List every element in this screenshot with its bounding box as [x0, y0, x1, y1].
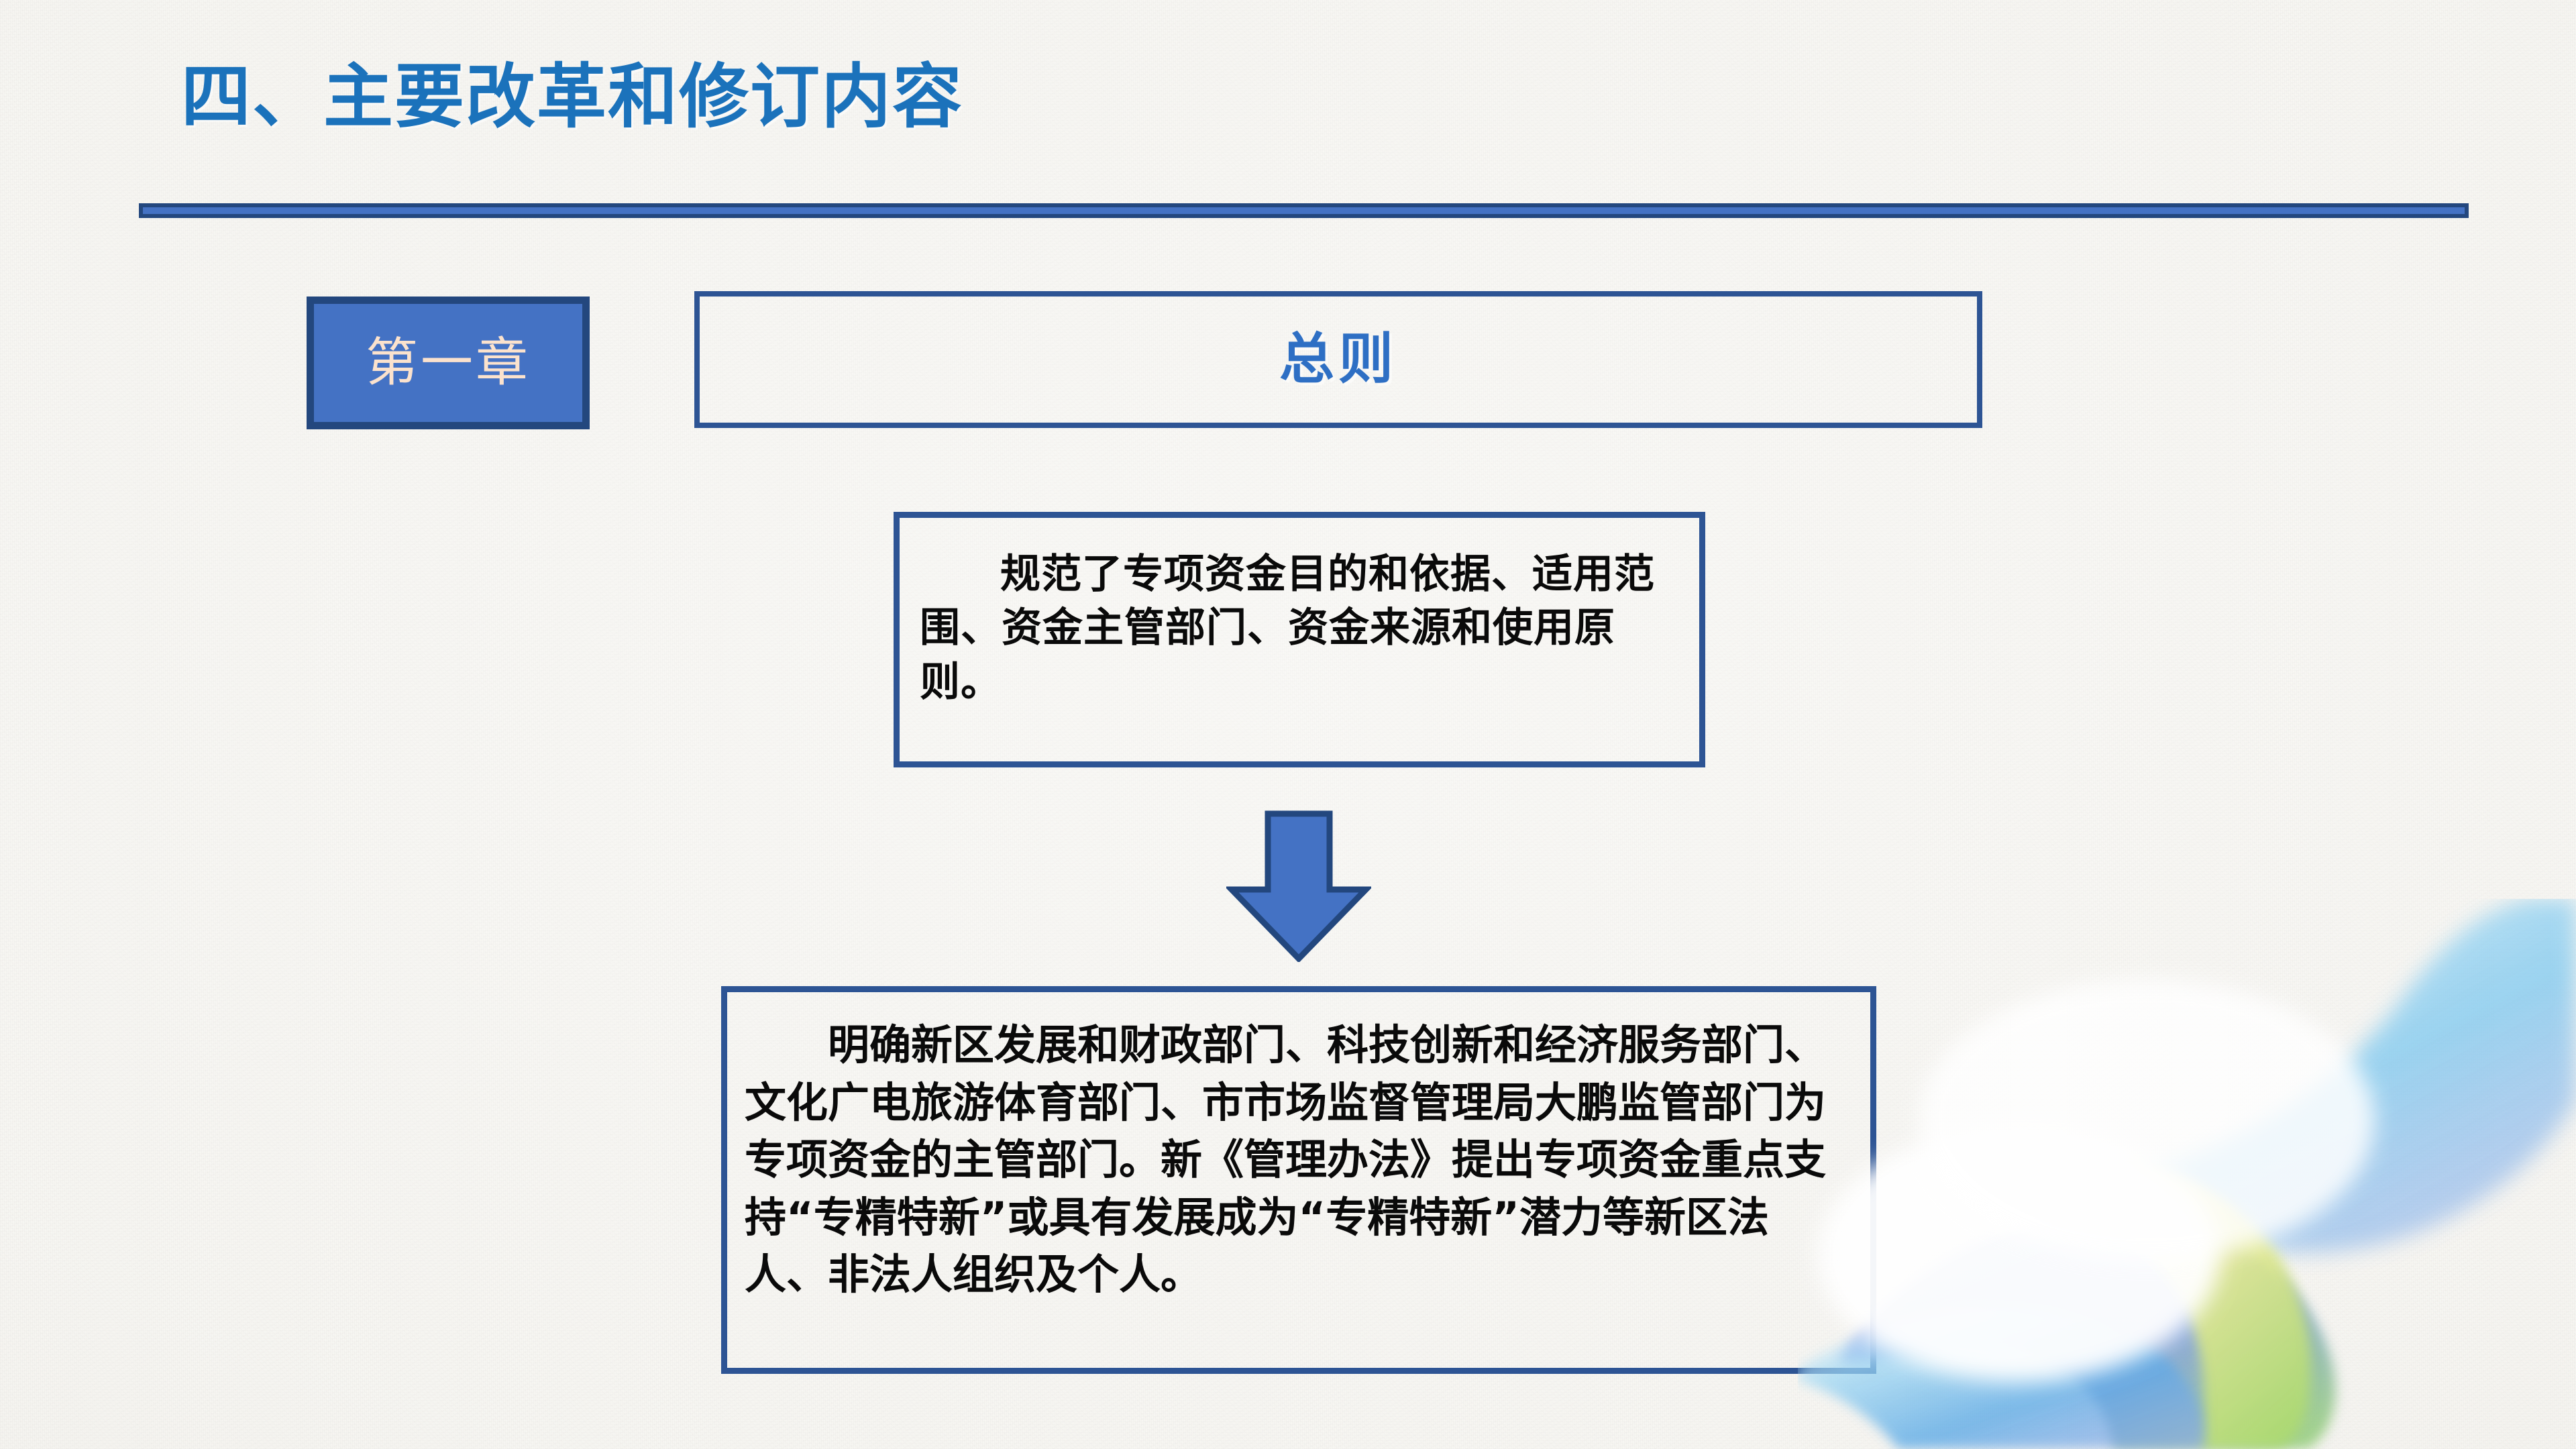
chapter-badge: 第一章: [307, 297, 590, 429]
down-arrow-icon: [1224, 810, 1373, 963]
content-box-two-text: 明确新区发展和财政部门、科技创新和经济服务部门、文化广电旅游体育部门、市市场监督…: [745, 1020, 1827, 1299]
content-box-one-text: 规范了专项资金目的和依据、适用范围、资金主管部门、资金来源和使用原则。: [920, 551, 1655, 706]
chapter-badge-label: 第一章: [365, 333, 531, 393]
content-box-one: 规范了专项资金目的和依据、适用范围、资金主管部门、资金来源和使用原则。: [894, 512, 1705, 767]
ribbon-swoosh-decoration: [1798, 899, 2576, 1449]
title-divider-rule: [139, 203, 2469, 218]
chapter-heading-label: 总则: [1279, 329, 1397, 390]
page-title: 四、主要改革和修订内容: [181, 58, 964, 136]
chapter-heading-box: 总则: [694, 291, 1982, 428]
content-box-two: 明确新区发展和财政部门、科技创新和经济服务部门、文化广电旅游体育部门、市市场监督…: [721, 986, 1876, 1374]
